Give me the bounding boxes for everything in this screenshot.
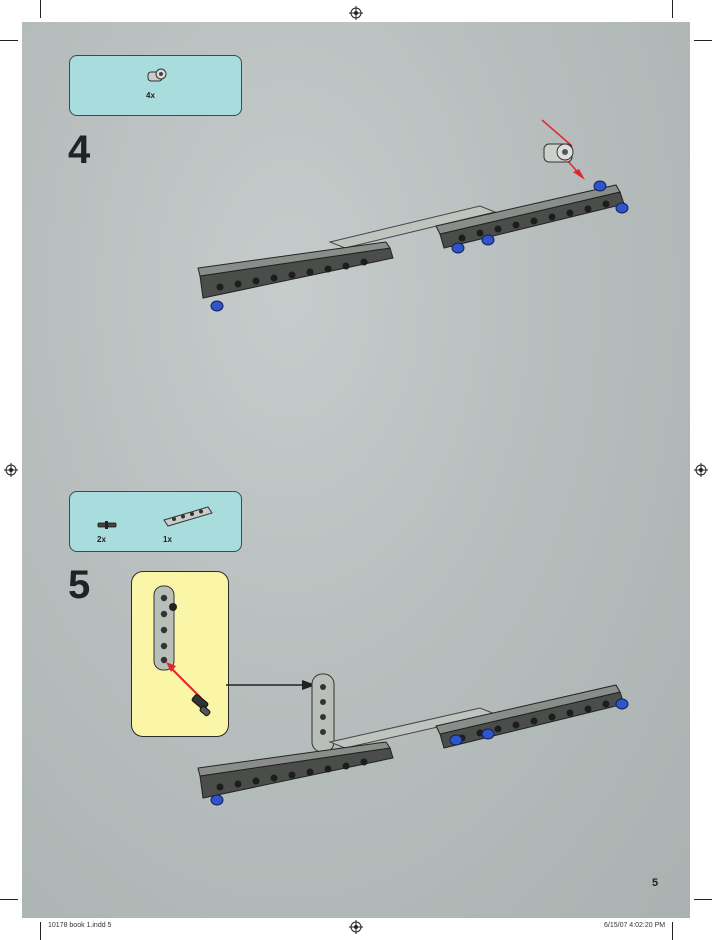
part-quantity: 2x: [97, 535, 106, 544]
step-number: 4: [68, 128, 91, 172]
detail-pointer-arrow: [226, 680, 316, 690]
crop-mark: [40, 0, 41, 18]
step-5-parts-callout: 2x 1x: [69, 491, 242, 552]
crop-mark: [0, 899, 18, 900]
crop-mark: [40, 922, 41, 940]
part-quantity: 1x: [163, 535, 172, 544]
technic-beam-icon: [163, 506, 213, 527]
step-4-assembly-diagram: [197, 119, 629, 312]
crop-mark: [672, 922, 673, 940]
page-number: 5: [652, 877, 659, 889]
step-number: 5: [68, 563, 91, 607]
crop-mark: [694, 899, 712, 900]
axle-pin-connector-icon: [147, 68, 167, 82]
step-5-assembly-diagram: [197, 673, 629, 806]
step-4-parts-callout: 4x: [69, 55, 242, 116]
detail-zoom-callout: [131, 571, 229, 737]
part-quantity: 4x: [146, 91, 155, 100]
print-slug-filename: 10178 book 1.indd 5: [48, 922, 112, 929]
crop-mark: [0, 40, 18, 41]
registration-mark-icon: [349, 6, 363, 20]
registration-mark-icon: [694, 463, 708, 477]
vertical-beam-detail: [153, 585, 211, 717]
crop-mark: [694, 40, 712, 41]
axle-pin-icon: [97, 521, 117, 529]
crop-mark: [672, 0, 673, 18]
registration-mark-icon: [349, 920, 363, 934]
registration-mark-icon: [4, 463, 18, 477]
print-slug-timestamp: 6/15/07 4:02:20 PM: [604, 922, 666, 929]
